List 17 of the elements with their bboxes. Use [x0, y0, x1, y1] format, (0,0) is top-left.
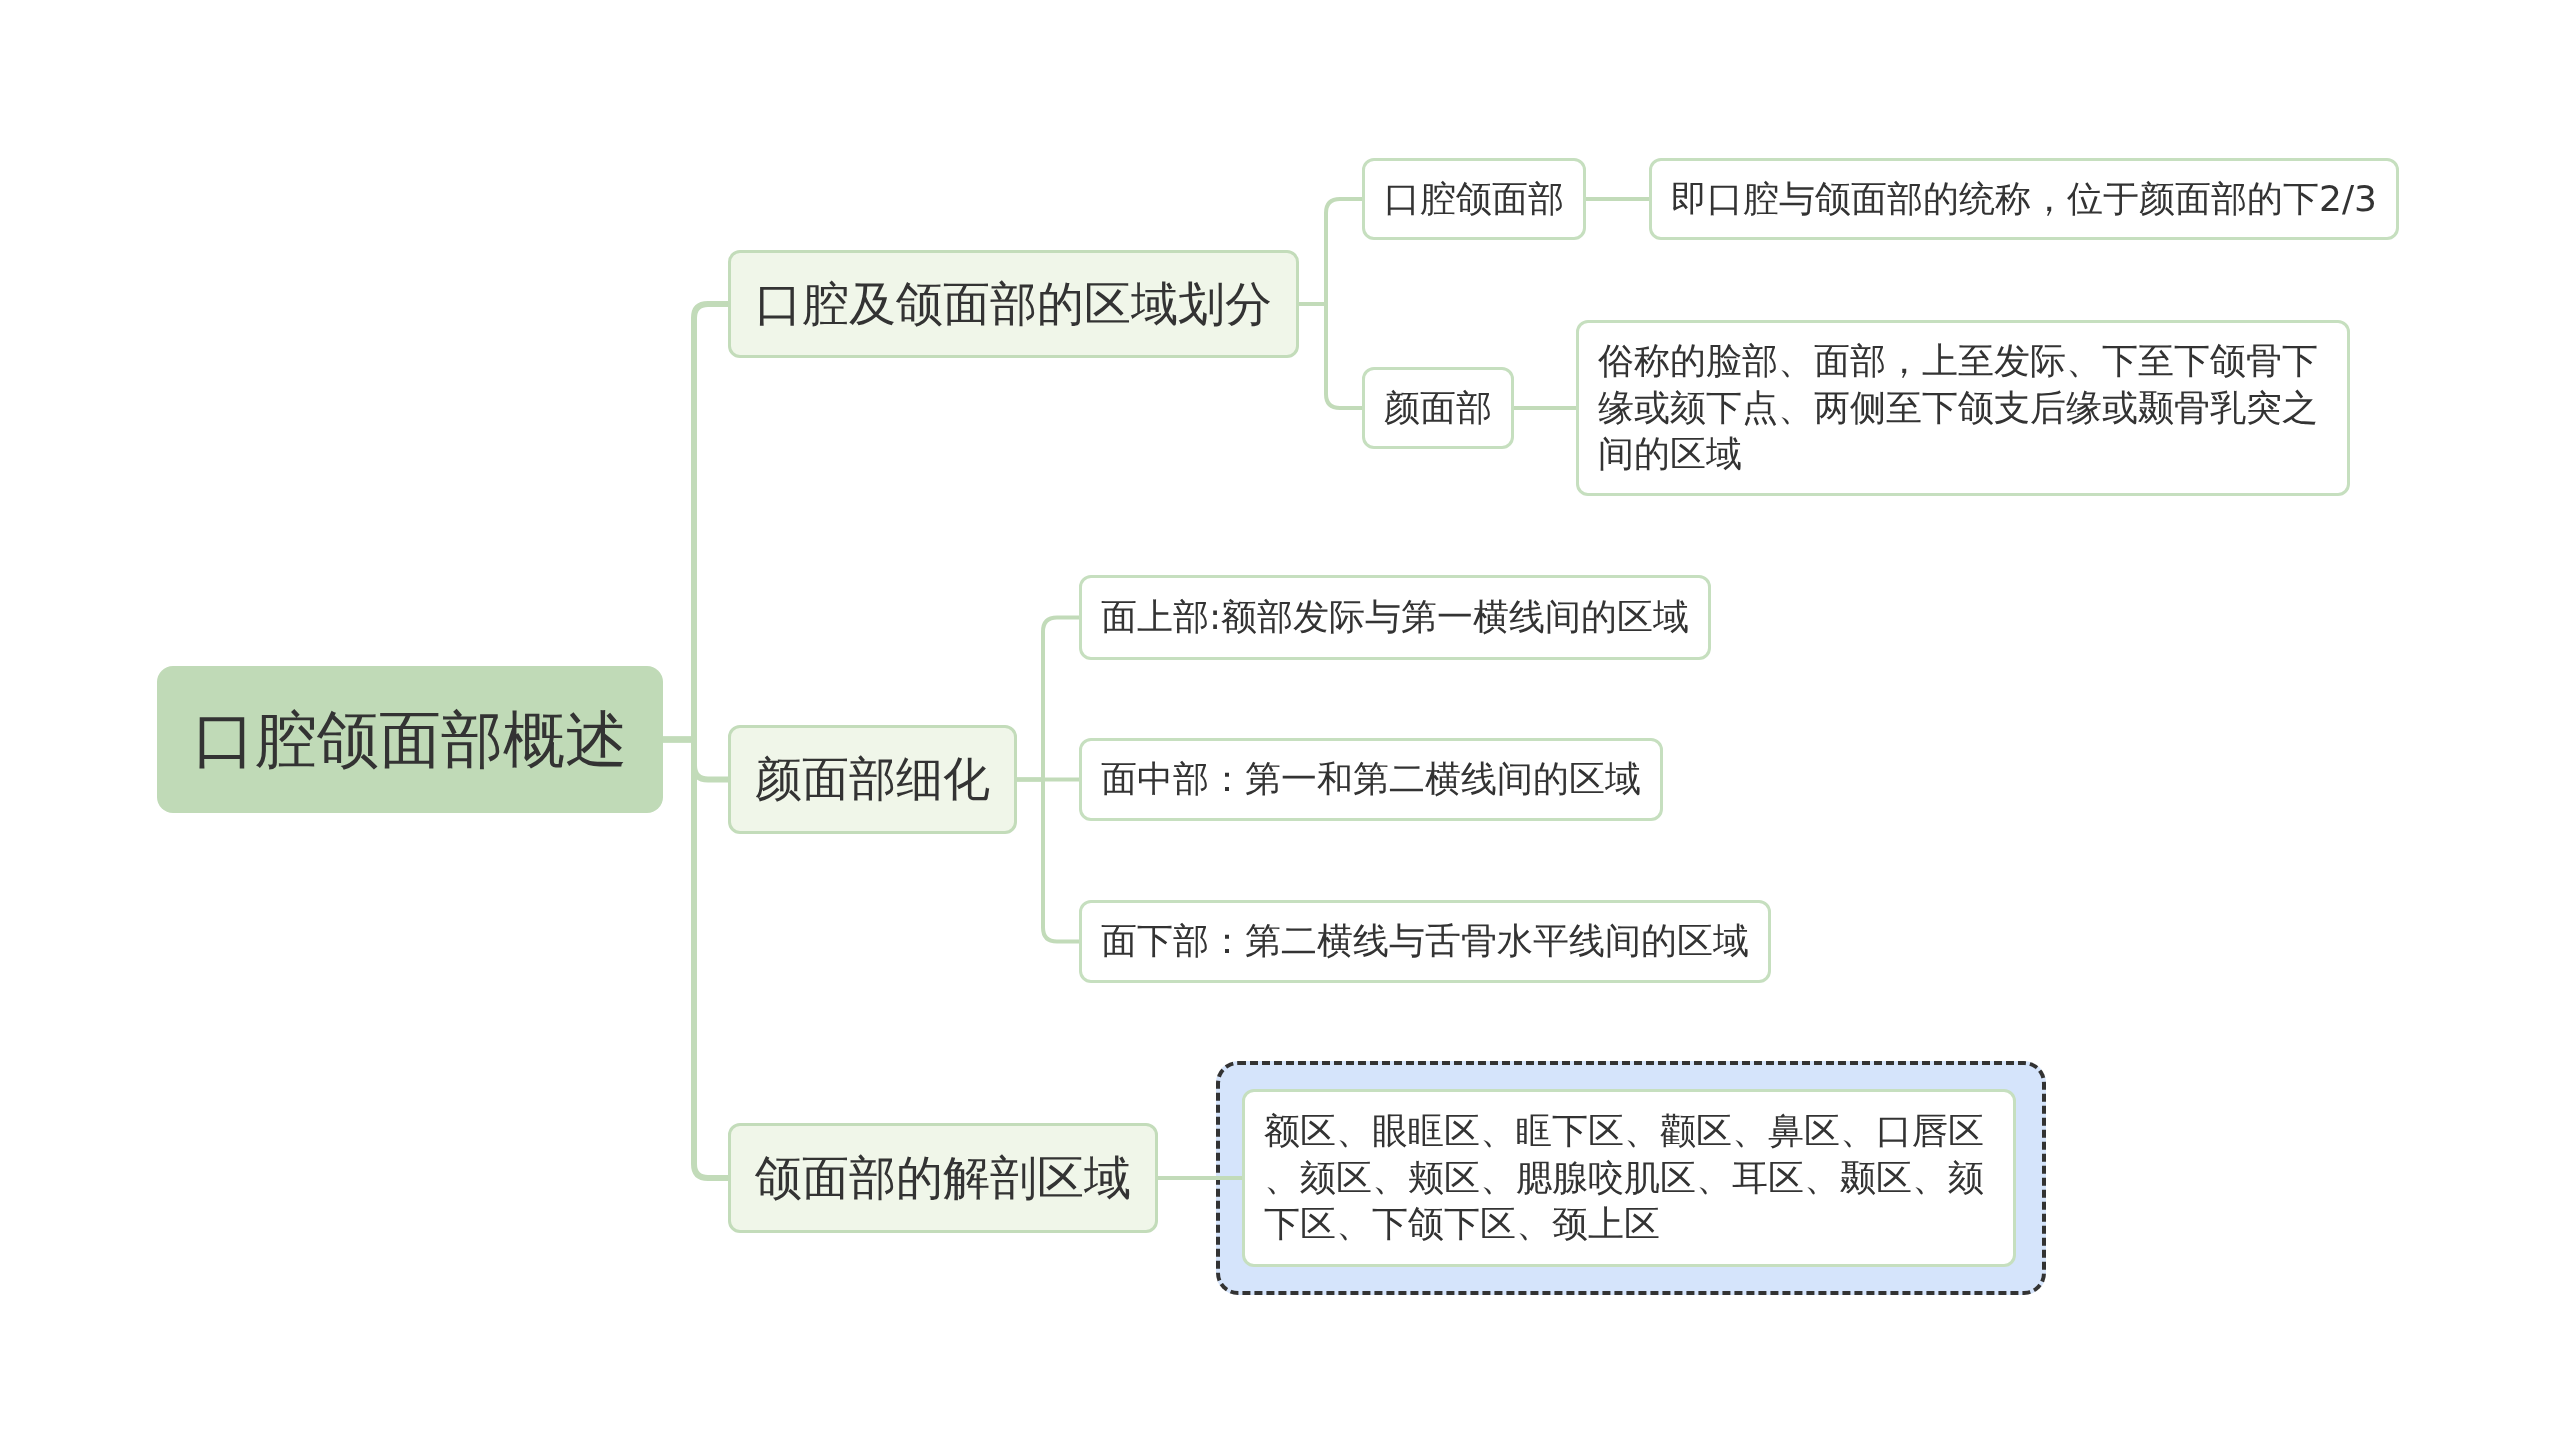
subtopic-box: 即口腔与颌面部的统称，位于颜面部的下2/3 — [1649, 158, 2399, 240]
subtopic-box: 口腔颌面部 — [1362, 158, 1586, 240]
connector-line — [1514, 406, 1576, 410]
connector-line — [1158, 1176, 1242, 1180]
connector-line — [1586, 197, 1649, 201]
connector-line — [663, 736, 728, 1181]
main-topic: 颌面部的解剖区域 — [728, 1123, 1158, 1233]
subtopic-box: 颜面部 — [1362, 367, 1514, 449]
boundary-frame — [1216, 1061, 2046, 1295]
subtopic-box: 面上部:额部发际与第一横线间的区域 — [1079, 575, 1712, 660]
subtopic-box: 俗称的脸部、面部，上至发际、下至下颌骨下缘或颏下点、两侧至下颌支后缘或颞骨乳突之间的区域 — [1576, 320, 2350, 496]
subtopic-box: 面中部：第一和第二横线间的区域 — [1079, 738, 1663, 821]
subtopic-box: 额区、眼眶区、眶下区、颧区、鼻区、口唇区、颏区、颊区、腮腺咬肌区、耳区、颞区、颏下区、下颌下区、颈上区 — [1242, 1089, 2016, 1267]
main-topic: 口腔及颌面部的区域划分 — [728, 250, 1299, 358]
main-topic: 颜面部细化 — [728, 725, 1017, 834]
subtopic-box: 面下部：第二横线与舌骨水平线间的区域 — [1079, 900, 1771, 983]
central-topic: 口腔颌面部概述 — [157, 666, 663, 813]
